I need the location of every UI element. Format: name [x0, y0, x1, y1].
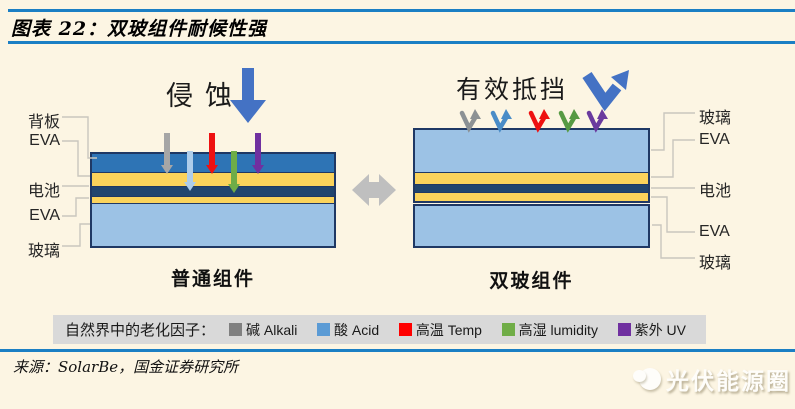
legend-item-acid: 酸 Acid	[317, 320, 379, 340]
humidity-swatch-icon	[501, 323, 515, 336]
acid-swatch-icon	[317, 323, 331, 336]
legend-item-alkali: 碱 Alkali	[229, 320, 297, 340]
label-eva-top-right: EVA	[699, 131, 730, 148]
eva-layer-bottom	[415, 192, 648, 201]
legend-item-label: 碱 Alkali	[246, 321, 298, 338]
title-top-rule	[8, 9, 795, 12]
label-backsheet: 背板	[27, 114, 60, 131]
right-label-connectors	[651, 112, 695, 259]
label-glass-bottom-right: 玻璃	[699, 255, 732, 272]
cell-layer	[415, 184, 648, 192]
deflect-arrow-icon	[582, 70, 629, 112]
source-note: 来源：SolarBe，国金证券研究所	[13, 358, 239, 376]
glass-layer-top	[415, 130, 648, 172]
footer-rule	[0, 349, 795, 352]
alkali-swatch-icon	[229, 323, 243, 336]
label-eva-top-left: EVA	[29, 132, 60, 149]
double-glass-module-caption: 双玻组件	[489, 270, 574, 292]
erosion-label: 侵蚀	[166, 81, 244, 112]
humidity-deflected-arrow-icon	[558, 109, 580, 133]
double-glass-module-upper	[413, 128, 650, 203]
aging-factor-legend: 自然界中的老化因子： 碱 Alkali 酸 Acid 高温 Temp 高湿 lu…	[53, 315, 706, 344]
label-cell-right: 电池	[699, 183, 732, 200]
watermark: 光伏能源圈	[633, 362, 791, 396]
figure-title: 图表 22：双玻组件耐候性强	[11, 18, 268, 40]
label-eva-bottom-right: EVA	[699, 223, 730, 240]
uv-deflected-arrow-icon	[586, 109, 608, 133]
temp-swatch-icon	[398, 323, 412, 336]
temp-deflected-arrow-icon	[528, 109, 550, 133]
legend-item-label: 酸 Acid	[334, 321, 380, 338]
resist-label: 有效抵挡	[456, 75, 569, 104]
legend-item-uv: 紫外 UV	[617, 320, 686, 340]
legend-item-label: 紫外 UV	[634, 321, 686, 338]
label-eva-bottom-left: EVA	[29, 207, 60, 224]
uv-swatch-icon	[617, 323, 631, 336]
legend-item-label: 高温 Temp	[415, 321, 482, 338]
ordinary-module	[90, 152, 336, 248]
legend-items: 碱 Alkali 酸 Acid 高温 Temp 高湿 lumidity 紫外 U…	[229, 320, 686, 340]
title-bottom-rule	[8, 41, 795, 44]
legend-item-temp: 高温 Temp	[398, 320, 482, 340]
swap-arrow-icon	[352, 174, 396, 206]
label-glass-top-right: 玻璃	[699, 110, 732, 127]
alkali-deflected-arrow-icon	[459, 109, 481, 133]
cell-layer	[92, 186, 334, 196]
acid-deflected-arrow-icon	[490, 109, 512, 133]
backsheet-layer	[92, 154, 334, 172]
pv-circle-logo-icon	[633, 367, 661, 391]
glass-layer	[92, 203, 334, 246]
eva-layer-top	[92, 172, 334, 186]
label-glass-left: 玻璃	[27, 243, 60, 260]
legend-item-label: 高湿 lumidity	[518, 321, 598, 338]
eva-layer-bottom	[92, 196, 334, 203]
double-glass-module-lower-glass	[413, 204, 650, 248]
legend-item-humidity: 高湿 lumidity	[501, 320, 598, 340]
legend-title: 自然界中的老化因子：	[65, 322, 216, 339]
label-cell-left: 电池	[27, 183, 60, 200]
eva-layer-top	[415, 172, 648, 184]
ordinary-module-caption: 普通组件	[170, 268, 255, 290]
watermark-text: 光伏能源圈	[666, 368, 791, 394]
